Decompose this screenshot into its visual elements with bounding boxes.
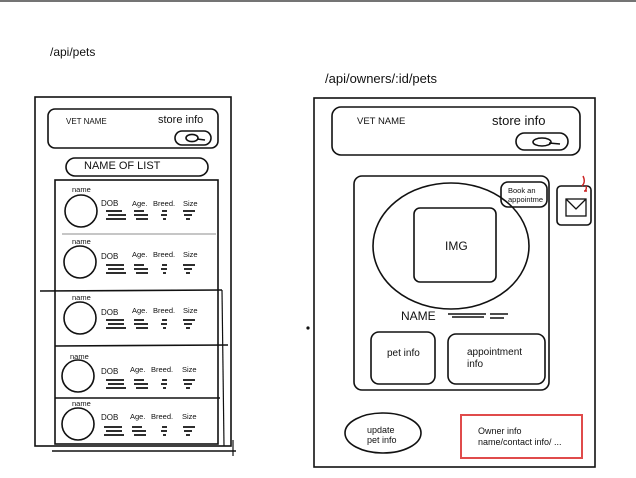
row-size: Size xyxy=(182,365,197,374)
img-label: IMG xyxy=(445,239,468,253)
img-placeholder xyxy=(413,207,497,283)
book-appointment-line1[interactable]: Book an xyxy=(508,186,536,195)
name-label: NAME xyxy=(401,309,436,323)
notification-mark-icon xyxy=(581,175,588,192)
row-name: name xyxy=(72,237,91,246)
pet-avatar xyxy=(63,245,97,279)
pet-photo-oval xyxy=(372,182,530,310)
row-dob: DOB xyxy=(101,367,119,376)
row-dob: DOB xyxy=(101,199,119,208)
row-breed: Breed. xyxy=(153,250,176,259)
row-separator xyxy=(54,344,229,347)
row-name: name xyxy=(72,293,91,302)
row-dob: DOB xyxy=(101,252,119,261)
row-name: name xyxy=(72,185,91,194)
owner-info-box xyxy=(460,414,583,459)
row-size: Size xyxy=(183,250,198,259)
pet-info-label[interactable]: pet info xyxy=(387,348,420,359)
appointment-info-line2[interactable]: info xyxy=(467,359,484,370)
pet-avatar xyxy=(61,359,95,393)
row-age: Age. xyxy=(130,365,146,374)
right-header-box xyxy=(331,106,581,156)
row-scribbles xyxy=(104,210,195,436)
pet-info-box xyxy=(370,331,436,385)
row-breed: Breed. xyxy=(151,412,174,421)
row-age: Age. xyxy=(130,412,146,421)
list-title-pill xyxy=(65,157,209,177)
update-pet-info-button xyxy=(344,412,422,454)
owner-info-line2: name/contact info/ ... xyxy=(478,437,562,447)
row-dob: DOB xyxy=(101,308,119,317)
mail-button xyxy=(556,185,592,226)
left-wireframe xyxy=(34,96,236,456)
left-route-label: /api/pets xyxy=(50,45,96,59)
row-separator xyxy=(39,289,223,292)
row-name: name xyxy=(70,352,89,361)
appointment-info-box xyxy=(447,333,546,385)
row-breed: Breed. xyxy=(153,306,176,315)
left-search-icon xyxy=(185,133,199,143)
right-wireframe xyxy=(306,97,596,468)
left-vet-name: VET NAME xyxy=(66,117,107,126)
left-phone-frame xyxy=(34,96,232,447)
left-search-pill xyxy=(174,130,212,146)
right-search-pill xyxy=(515,132,569,151)
row-age: Age. xyxy=(132,306,148,315)
update-button-line2[interactable]: pet info xyxy=(367,435,397,445)
left-store-info[interactable]: store info xyxy=(158,114,204,126)
row-dob: DOB xyxy=(101,413,119,422)
row-size: Size xyxy=(182,412,197,421)
row-size: Size xyxy=(183,306,198,315)
right-vet-name: VET NAME xyxy=(357,116,406,127)
mail-icon xyxy=(565,198,587,217)
row-age: Age. xyxy=(132,250,148,259)
book-appointment-button xyxy=(500,181,548,208)
left-header-box xyxy=(47,108,219,149)
book-appointment-line2[interactable]: appointme xyxy=(508,195,544,204)
update-button-line1[interactable]: update xyxy=(367,425,395,435)
list-title: NAME OF LIST xyxy=(84,160,161,172)
pet-avatar xyxy=(63,301,97,335)
pet-card xyxy=(353,175,550,391)
row-name: name xyxy=(72,399,91,408)
list-container xyxy=(54,179,219,445)
right-phone-frame xyxy=(313,97,596,468)
right-store-info[interactable]: store info xyxy=(492,113,546,128)
right-search-icon xyxy=(532,137,552,147)
right-route-label: /api/owners/:id/pets xyxy=(325,71,438,86)
owner-info-line1: Owner info xyxy=(478,426,522,436)
row-size: Size xyxy=(183,199,198,208)
appointment-info-line1[interactable]: appointment xyxy=(467,347,523,358)
row-breed: Breed. xyxy=(151,365,174,374)
row-age: Age. xyxy=(132,199,148,208)
pet-avatar xyxy=(64,194,98,228)
row-breed: Breed. xyxy=(153,199,176,208)
name-scribble xyxy=(448,313,508,319)
pet-avatar xyxy=(61,407,95,441)
